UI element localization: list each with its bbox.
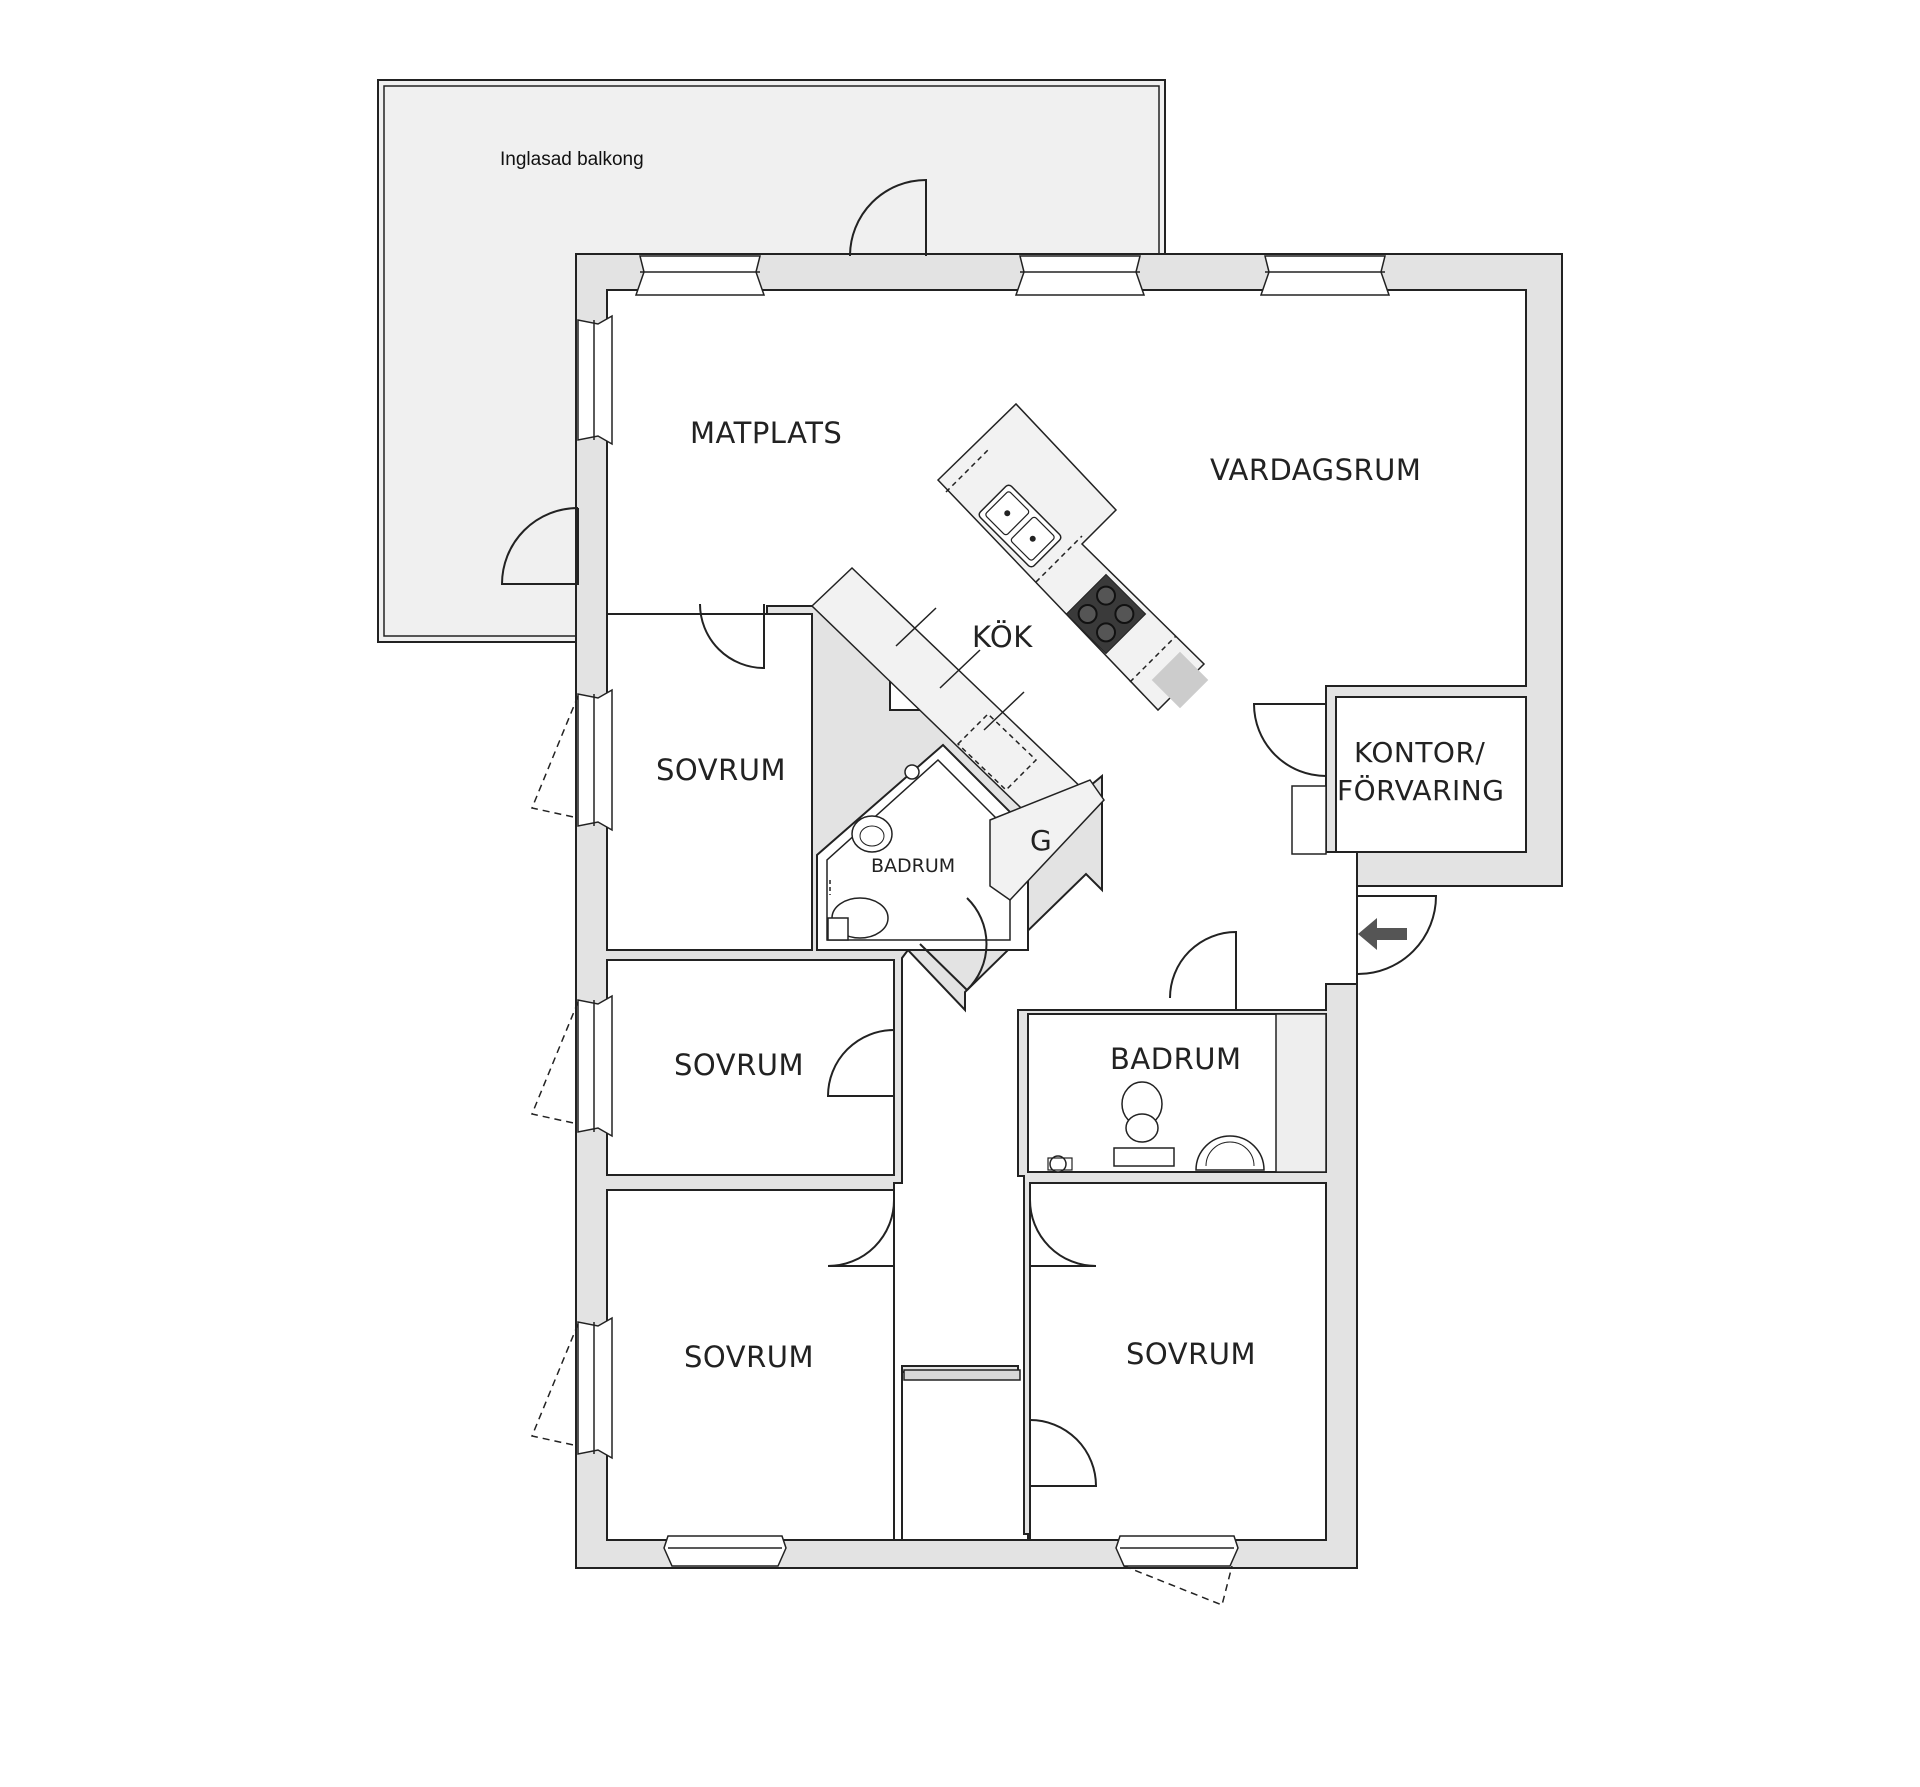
room-label-sovrum-1: SOVRUM xyxy=(656,753,786,787)
window-swings xyxy=(530,695,1233,1607)
kitchen-counter-lower xyxy=(810,566,1105,901)
sink-icon xyxy=(978,484,1062,568)
windows xyxy=(577,255,1391,1567)
room-label-kok: KÖK xyxy=(972,620,1033,654)
room-label-matplats: MATPLATS xyxy=(690,416,842,450)
toilet-icon-large-bath xyxy=(1113,1081,1175,1167)
appliance-label-g: G xyxy=(1030,824,1052,857)
room-label-badrum-large: BADRUM xyxy=(1110,1042,1241,1076)
entrance-arrow-icon xyxy=(1358,918,1407,950)
room-label-vardagsrum: VARDAGSRUM xyxy=(1210,453,1421,487)
room-label-sovrum-2: SOVRUM xyxy=(674,1048,804,1082)
shower-icon xyxy=(829,764,920,895)
shower-icon-large-bath xyxy=(1047,1155,1073,1173)
balcony-label: Inglasad balkong xyxy=(500,149,644,170)
room-label-forvaring: FÖRVARING xyxy=(1337,773,1504,807)
kitchen-island xyxy=(936,402,1209,712)
room-label-sovrum-4: SOVRUM xyxy=(1126,1337,1256,1371)
corridor-divider xyxy=(903,1369,1021,1381)
shelf xyxy=(1291,785,1327,855)
washbasin-icon xyxy=(851,815,893,853)
washbasin-icon-large-bath xyxy=(1195,1135,1265,1171)
room-label-badrum-small: BADRUM xyxy=(871,855,955,877)
toilet-icon xyxy=(827,897,889,941)
doors xyxy=(500,178,1438,1487)
room-label-kontor: KONTOR/ xyxy=(1354,736,1485,769)
room-label-sovrum-3: SOVRUM xyxy=(684,1340,814,1374)
stove-icon xyxy=(1065,573,1147,655)
bathroom-cabinet xyxy=(1275,1013,1327,1173)
